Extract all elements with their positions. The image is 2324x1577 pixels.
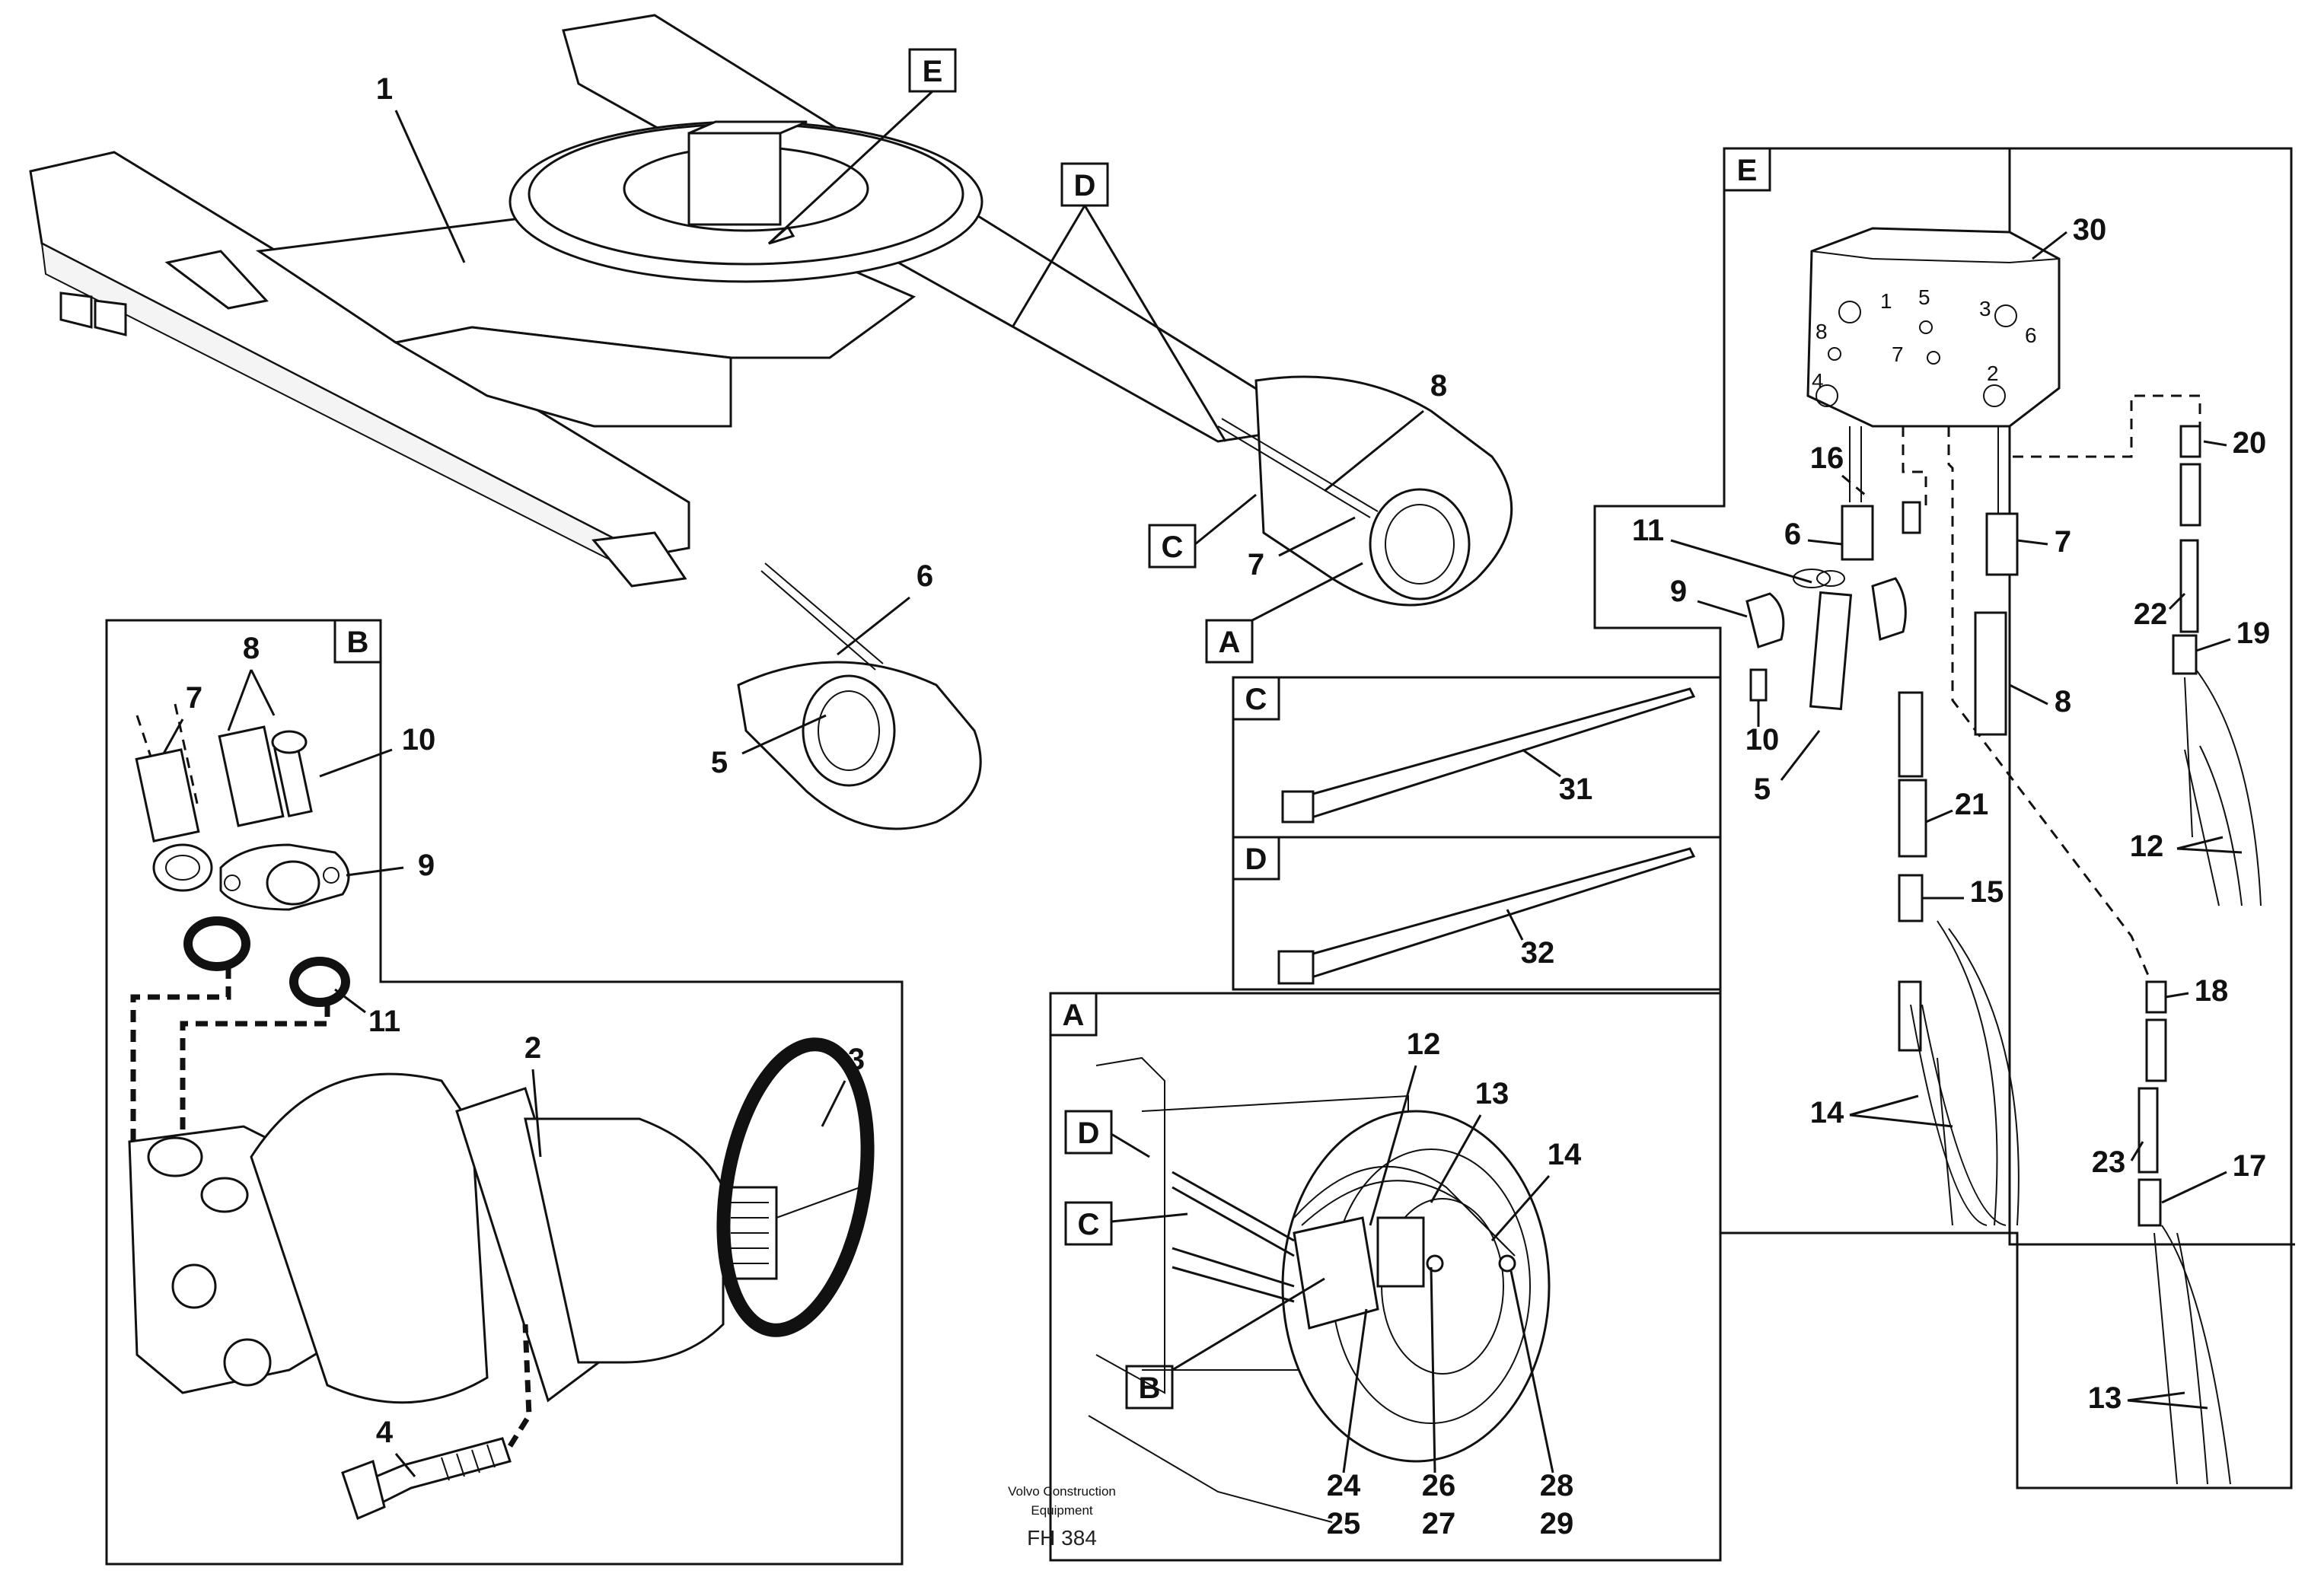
svg-text:12: 12 bbox=[2130, 830, 2164, 863]
svg-text:17: 17 bbox=[2233, 1149, 2267, 1183]
svg-text:D: D bbox=[1245, 843, 1267, 876]
svg-text:E: E bbox=[923, 55, 943, 88]
svg-text:7: 7 bbox=[186, 681, 202, 715]
svg-text:9: 9 bbox=[1670, 575, 1687, 608]
svg-text:10: 10 bbox=[1745, 723, 1780, 757]
svg-text:8: 8 bbox=[243, 632, 260, 665]
svg-text:1: 1 bbox=[1880, 289, 1892, 313]
label-C-top: C bbox=[1148, 493, 1257, 569]
detail-B-panel: B bbox=[105, 619, 904, 1566]
label-E-top: E bbox=[767, 48, 957, 245]
label-D-top: D bbox=[1011, 162, 1227, 442]
svg-text:A: A bbox=[1063, 999, 1085, 1032]
svg-text:8: 8 bbox=[1430, 369, 1447, 403]
svg-text:28: 28 bbox=[1540, 1469, 1574, 1502]
svg-text:B: B bbox=[347, 626, 369, 659]
svg-text:13: 13 bbox=[1475, 1077, 1509, 1110]
detail-A-panel: A D C B 12 13 14 bbox=[1049, 992, 1722, 1562]
svg-text:B: B bbox=[1139, 1372, 1161, 1405]
svg-text:23: 23 bbox=[2092, 1145, 2126, 1179]
svg-text:E: E bbox=[1737, 154, 1758, 187]
svg-text:2: 2 bbox=[524, 1031, 541, 1065]
detail-D-panel: D 32 bbox=[1232, 836, 1722, 991]
svg-text:7: 7 bbox=[1248, 548, 1264, 581]
svg-text:18: 18 bbox=[2195, 974, 2229, 1008]
svg-text:9: 9 bbox=[418, 849, 435, 882]
svg-text:C: C bbox=[1162, 530, 1184, 564]
label-A-top: A bbox=[1205, 562, 1363, 664]
footer-caption: Volvo Construction Equipment FH 384 bbox=[1008, 1484, 1116, 1550]
svg-text:32: 32 bbox=[1521, 936, 1555, 970]
svg-text:10: 10 bbox=[402, 723, 436, 757]
svg-text:31: 31 bbox=[1559, 773, 1593, 806]
svg-text:11: 11 bbox=[368, 1005, 400, 1038]
svg-text:29: 29 bbox=[1540, 1507, 1574, 1540]
main-callouts: 1 8 7 6 5 bbox=[376, 72, 1447, 779]
figure-code: FH 384 bbox=[1027, 1526, 1097, 1550]
svg-text:16: 16 bbox=[1810, 441, 1844, 475]
svg-text:24: 24 bbox=[1327, 1469, 1361, 1502]
svg-text:6: 6 bbox=[2025, 323, 2037, 347]
svg-text:30: 30 bbox=[2073, 213, 2107, 247]
svg-text:12: 12 bbox=[1407, 1027, 1441, 1061]
svg-text:5: 5 bbox=[1918, 285, 1930, 309]
svg-text:D: D bbox=[1074, 169, 1096, 202]
svg-text:11: 11 bbox=[1632, 514, 1664, 547]
undercarriage-frame-drawing bbox=[29, 14, 1513, 830]
svg-text:A: A bbox=[1219, 626, 1241, 659]
svg-text:20: 20 bbox=[2233, 426, 2267, 460]
svg-text:4: 4 bbox=[1812, 369, 1824, 393]
svg-text:21: 21 bbox=[1955, 788, 1989, 821]
svg-text:3: 3 bbox=[1979, 297, 1991, 320]
svg-text:8: 8 bbox=[1816, 320, 1828, 343]
svg-text:5: 5 bbox=[1754, 773, 1771, 806]
svg-text:1: 1 bbox=[376, 72, 393, 106]
detail-E-panel: E 1 5 3 8 7 6 4 2 bbox=[1593, 147, 2295, 1489]
svg-text:14: 14 bbox=[1548, 1138, 1582, 1171]
svg-text:15: 15 bbox=[1970, 875, 2004, 909]
svg-text:4: 4 bbox=[376, 1416, 394, 1449]
svg-text:2: 2 bbox=[1987, 362, 1999, 385]
svg-text:14: 14 bbox=[1810, 1096, 1844, 1129]
footer-line-2: Equipment bbox=[1031, 1503, 1093, 1518]
svg-text:6: 6 bbox=[1784, 518, 1801, 551]
svg-text:13: 13 bbox=[2088, 1381, 2122, 1415]
svg-text:7: 7 bbox=[1892, 342, 1904, 366]
detail-C-panel: C 31 bbox=[1232, 676, 1722, 839]
svg-text:7: 7 bbox=[2055, 525, 2071, 559]
svg-text:25: 25 bbox=[1327, 1507, 1361, 1540]
svg-text:C: C bbox=[1078, 1208, 1100, 1241]
svg-text:5: 5 bbox=[711, 746, 728, 779]
svg-text:6: 6 bbox=[917, 559, 933, 593]
svg-text:8: 8 bbox=[2055, 685, 2071, 718]
svg-text:27: 27 bbox=[1422, 1507, 1456, 1540]
svg-text:D: D bbox=[1078, 1117, 1100, 1150]
svg-text:26: 26 bbox=[1422, 1469, 1456, 1502]
svg-text:C: C bbox=[1245, 683, 1267, 716]
svg-text:22: 22 bbox=[2134, 597, 2168, 631]
footer-line-1: Volvo Construction bbox=[1008, 1484, 1116, 1499]
svg-text:19: 19 bbox=[2236, 616, 2271, 650]
svg-text:3: 3 bbox=[848, 1043, 865, 1076]
